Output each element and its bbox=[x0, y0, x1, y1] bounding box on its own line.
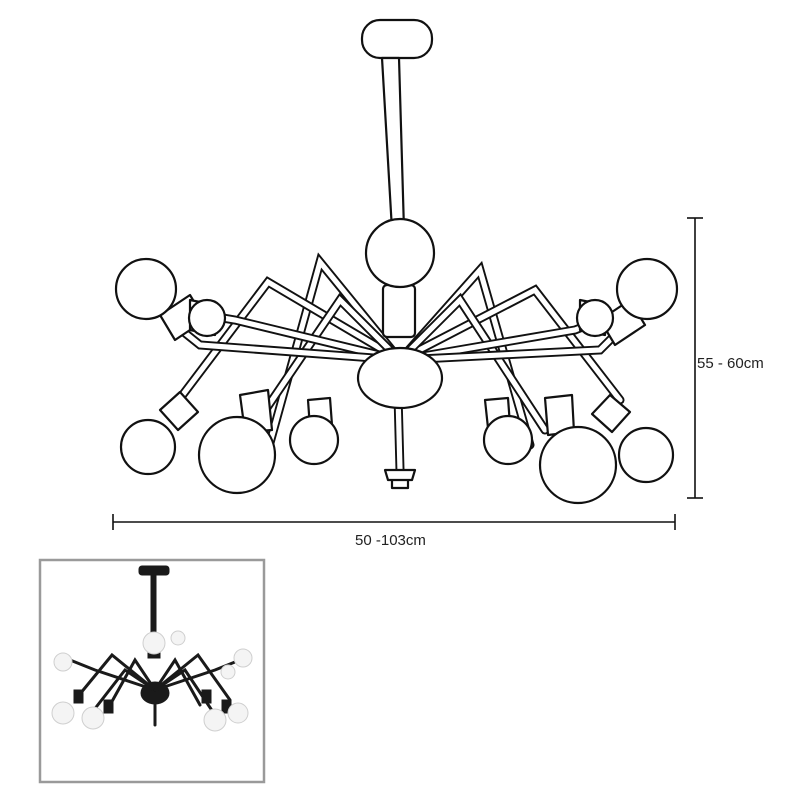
top-center-bulb bbox=[364, 217, 436, 339]
width-dimension: 50 -103cm bbox=[112, 514, 676, 549]
ceiling-canopy bbox=[360, 18, 434, 60]
bulb-right-front bbox=[538, 393, 618, 505]
height-label: 55 - 60cm bbox=[697, 355, 764, 372]
bulb-left-front bbox=[197, 388, 277, 495]
thumbnail-chandelier-photo bbox=[68, 565, 242, 727]
down-rod bbox=[380, 56, 406, 232]
bulb-right-upper bbox=[598, 257, 679, 347]
bulb-left-upper bbox=[114, 257, 207, 342]
bulb-left-mid bbox=[187, 298, 227, 338]
width-label: 50 -103cm bbox=[355, 532, 426, 549]
arms bbox=[170, 252, 625, 475]
bottom-finial bbox=[383, 468, 417, 490]
bulb-left-inner bbox=[288, 396, 340, 466]
bulb-right-lower bbox=[590, 393, 675, 484]
bulb-right-mid bbox=[575, 298, 615, 338]
bulb-right-inner bbox=[482, 396, 534, 466]
height-dimension: 55 - 60cm bbox=[687, 217, 764, 499]
thumbnail-bulbs bbox=[51, 630, 253, 732]
product-thumbnail bbox=[38, 558, 266, 784]
bulb-left-lower bbox=[119, 390, 200, 476]
bulbs bbox=[114, 257, 679, 505]
central-hub bbox=[356, 346, 444, 410]
chandelier-line-drawing bbox=[114, 18, 679, 505]
